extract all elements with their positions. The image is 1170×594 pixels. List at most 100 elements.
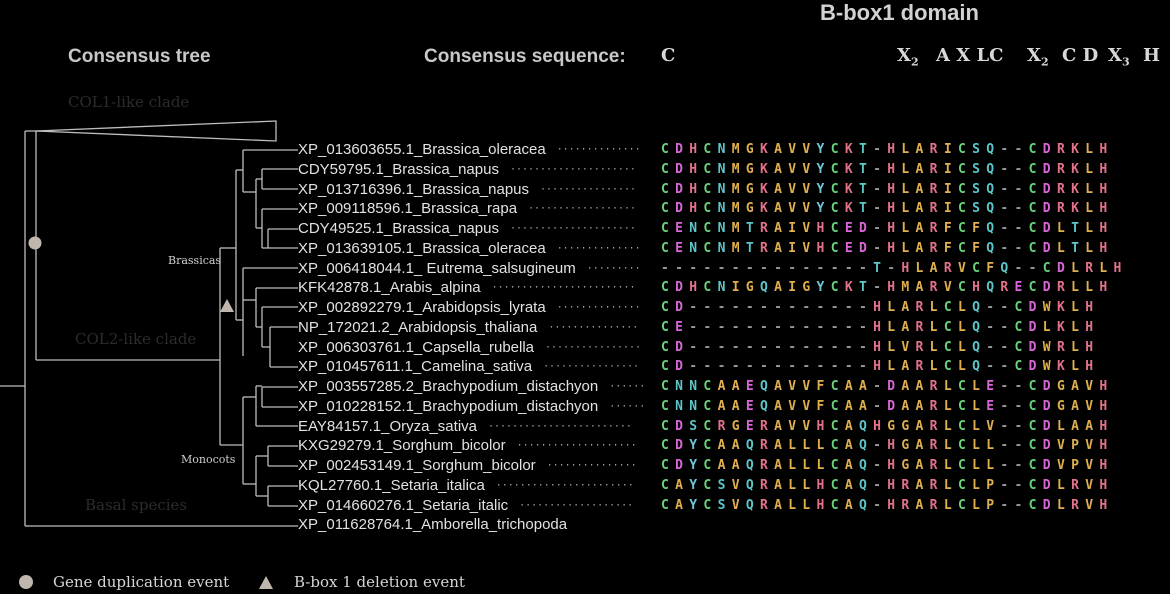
residue: Q <box>1000 260 1009 276</box>
leader-dots: ·············· <box>557 299 642 313</box>
residue: V <box>1085 497 1094 513</box>
taxon-label: KXG29279.1_Sorghum_bicolor <box>298 437 506 455</box>
residue: Y <box>689 497 698 513</box>
residue: L <box>943 497 952 513</box>
residue: E <box>986 398 995 414</box>
residue: V <box>1085 477 1094 493</box>
residue: - <box>703 260 712 276</box>
residue: Q <box>986 221 995 236</box>
clade-label-brassicas: Brassicas <box>168 254 222 267</box>
residue: - <box>1000 497 1009 513</box>
residue: C <box>1014 300 1023 315</box>
residue: H <box>1099 458 1108 473</box>
residue: L <box>957 339 966 355</box>
residue: A <box>915 477 924 493</box>
residue: A <box>915 161 924 177</box>
residue: A <box>915 379 924 394</box>
residue: R <box>759 458 768 473</box>
residue: Q <box>972 339 980 355</box>
residue: L <box>1056 418 1065 434</box>
residue: - <box>717 359 726 375</box>
residue: L <box>887 339 896 355</box>
taxon-label: XP_011628764.1_Amborella_trichopoda <box>298 516 568 534</box>
residue: C <box>957 477 966 493</box>
leader-dots: ······ <box>610 397 647 412</box>
residue: H <box>1099 280 1108 296</box>
residue: H <box>887 240 896 256</box>
residue: Q <box>986 142 995 157</box>
residue: C <box>661 161 669 177</box>
residue: T <box>1071 240 1079 256</box>
taxon-label: XP_010457611.1_Camelina_sativa <box>298 358 533 376</box>
residue: D <box>858 221 867 236</box>
taxon-label: XP_006303761.1_Capsella_rubella <box>298 338 535 356</box>
residue: P <box>1071 458 1079 473</box>
residue: N <box>717 240 726 256</box>
residue: V <box>802 201 811 217</box>
residue: N <box>717 161 726 177</box>
residue: L <box>1085 280 1094 296</box>
residue: C <box>1028 181 1037 197</box>
residue: G <box>901 458 910 473</box>
residue: H <box>873 319 881 335</box>
residue: K <box>1056 300 1065 315</box>
residue: C <box>830 438 839 454</box>
residue: - <box>858 300 867 315</box>
residue: E <box>1014 280 1023 296</box>
residue: L <box>957 319 966 335</box>
residue: R <box>929 477 938 493</box>
taxon-label: NP_172021.2_Arabidopsis_thaliana <box>298 318 538 336</box>
residue: C <box>830 181 839 197</box>
residue: L <box>816 438 825 454</box>
residue: C <box>1014 319 1023 335</box>
residue: C <box>661 280 669 296</box>
residue: Q <box>745 497 754 513</box>
residue: L <box>788 458 797 473</box>
residue: - <box>788 339 797 355</box>
residue: - <box>1014 477 1023 493</box>
residue: H <box>1113 260 1122 276</box>
residue: C <box>957 379 966 394</box>
leader-dots: ··················· <box>520 496 635 511</box>
residue: S <box>972 142 980 157</box>
residue: Q <box>858 418 867 434</box>
residue: R <box>929 438 938 454</box>
residue: V <box>788 142 797 157</box>
residue: - <box>1000 359 1009 375</box>
residue: D <box>675 142 683 157</box>
residue: L <box>943 418 952 434</box>
residue: A <box>915 142 924 157</box>
residue: N <box>689 221 698 236</box>
residue: H <box>873 300 881 315</box>
residue: M <box>731 181 740 197</box>
residue: A <box>915 280 924 296</box>
residue: - <box>1028 260 1037 276</box>
residue: P <box>1071 438 1079 454</box>
residue: Y <box>689 438 698 454</box>
residue: C <box>703 161 712 177</box>
residue: C <box>661 201 669 217</box>
residue: D <box>1042 240 1051 256</box>
residue: L <box>887 319 896 335</box>
residue: C <box>661 142 669 157</box>
residue: L <box>972 398 980 414</box>
residue: - <box>717 260 726 276</box>
residue: V <box>957 260 966 276</box>
leader-dots: ·············· <box>557 239 642 254</box>
residue: - <box>816 339 825 355</box>
leader-dots: ······ <box>610 378 647 392</box>
residue: H <box>873 418 881 434</box>
residue: - <box>689 339 698 355</box>
residue: L <box>972 458 980 473</box>
residue: C <box>943 359 952 375</box>
residue: F <box>816 398 825 414</box>
residue: V <box>731 477 740 493</box>
residue: L <box>1056 497 1065 513</box>
residue: V <box>1085 379 1094 394</box>
motif-x2-a: X2 <box>897 45 919 69</box>
residue: N <box>717 142 726 157</box>
